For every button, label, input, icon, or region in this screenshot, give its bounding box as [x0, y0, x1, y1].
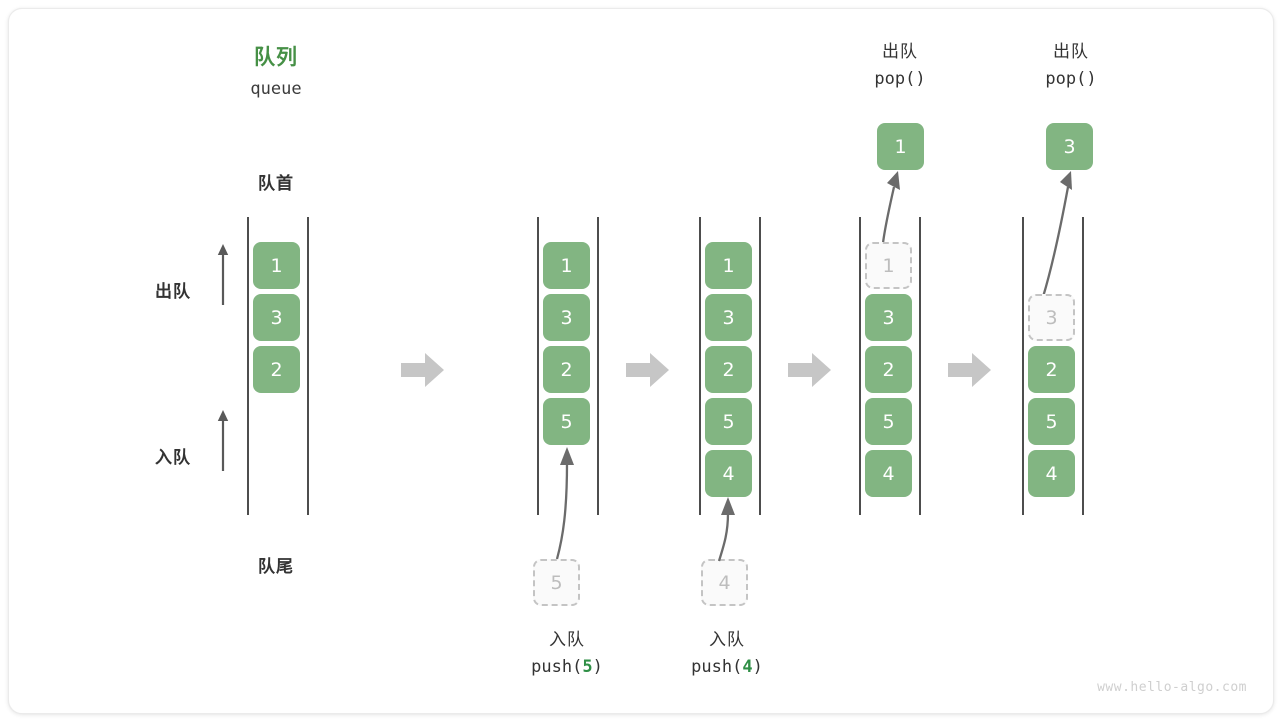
- queue-element: 5: [1028, 398, 1075, 445]
- pop-3-caption-cn: 出队: [1053, 42, 1089, 62]
- pop-3-caption: 出队 pop(): [991, 39, 1151, 93]
- pop-motion-arrow-icon: [1041, 171, 1072, 298]
- push-4-caption-code: push(4): [691, 657, 763, 677]
- popped-element: 3: [1046, 123, 1093, 170]
- queue-element: 2: [253, 346, 300, 393]
- queue-element: 3: [543, 294, 590, 341]
- queue-element: 3: [865, 294, 912, 341]
- removed-element-ghost: 1: [865, 242, 912, 289]
- pop-1-caption-code: pop(): [874, 69, 926, 89]
- queue-rail-right-4: [919, 217, 921, 515]
- step-arrow-icon: [948, 353, 991, 387]
- push-4-caption: 入队 push(4): [637, 627, 817, 681]
- diagram-canvas: 队列 queue 队首 队尾 出队 入队 1 3 2 1 3 2 5 5 入队 …: [8, 8, 1274, 714]
- push-motion-arrow-icon: [717, 497, 735, 562]
- queue-element: 1: [543, 242, 590, 289]
- queue-rail-right-5: [1082, 217, 1084, 515]
- queue-element: 3: [253, 294, 300, 341]
- removed-element-ghost: 3: [1028, 294, 1075, 341]
- queue-element: 3: [705, 294, 752, 341]
- queue-element: 5: [705, 398, 752, 445]
- popped-element: 1: [877, 123, 924, 170]
- push-motion-arrow-icon: [555, 447, 574, 560]
- queue-element: 2: [543, 346, 590, 393]
- queue-element: 2: [705, 346, 752, 393]
- watermark: www.hello-algo.com: [1097, 680, 1247, 695]
- push-5-caption-code: push(5): [531, 657, 603, 677]
- queue-rail-left-1: [247, 217, 249, 515]
- pop-1-caption: 出队 pop(): [820, 39, 980, 93]
- queue-tail-label: 队尾: [258, 557, 294, 577]
- queue-rail-right-2: [597, 217, 599, 515]
- queue-element: 4: [865, 450, 912, 497]
- queue-element: 1: [705, 242, 752, 289]
- page-title: 队列: [254, 45, 298, 69]
- queue-head-label: 队首: [258, 174, 294, 194]
- queue-rail-left-5: [1022, 217, 1024, 515]
- queue-rail-left-4: [859, 217, 861, 515]
- push-5-caption-cn: 入队: [549, 630, 585, 650]
- step-arrow-icon: [626, 353, 669, 387]
- queue-rail-right-3: [759, 217, 761, 515]
- pending-element-ghost: 5: [533, 559, 580, 606]
- queue-element: 4: [1028, 450, 1075, 497]
- step-arrow-icon: [401, 353, 444, 387]
- enqueue-arrow-icon: [217, 410, 229, 471]
- queue-rail-left-3: [699, 217, 701, 515]
- pending-element-ghost: 4: [701, 559, 748, 606]
- queue-element: 5: [865, 398, 912, 445]
- page-subtitle: queue: [250, 79, 302, 99]
- pop-3-caption-code: pop(): [1045, 69, 1097, 89]
- push-4-caption-cn: 入队: [709, 630, 745, 650]
- pop-1-caption-cn: 出队: [882, 42, 918, 62]
- queue-element: 2: [1028, 346, 1075, 393]
- dequeue-arrow-icon: [217, 244, 229, 305]
- queue-element-new: 4: [705, 450, 752, 497]
- step-arrow-icon: [788, 353, 831, 387]
- queue-element: 1: [253, 242, 300, 289]
- queue-element-new: 5: [543, 398, 590, 445]
- queue-element: 2: [865, 346, 912, 393]
- pop-motion-arrow-icon: [881, 171, 900, 244]
- queue-rail-right-1: [307, 217, 309, 515]
- push-5-caption: 入队 push(5): [477, 627, 657, 681]
- enqueue-direction-label: 入队: [155, 448, 191, 468]
- queue-rail-left-2: [537, 217, 539, 515]
- dequeue-direction-label: 出队: [155, 282, 191, 302]
